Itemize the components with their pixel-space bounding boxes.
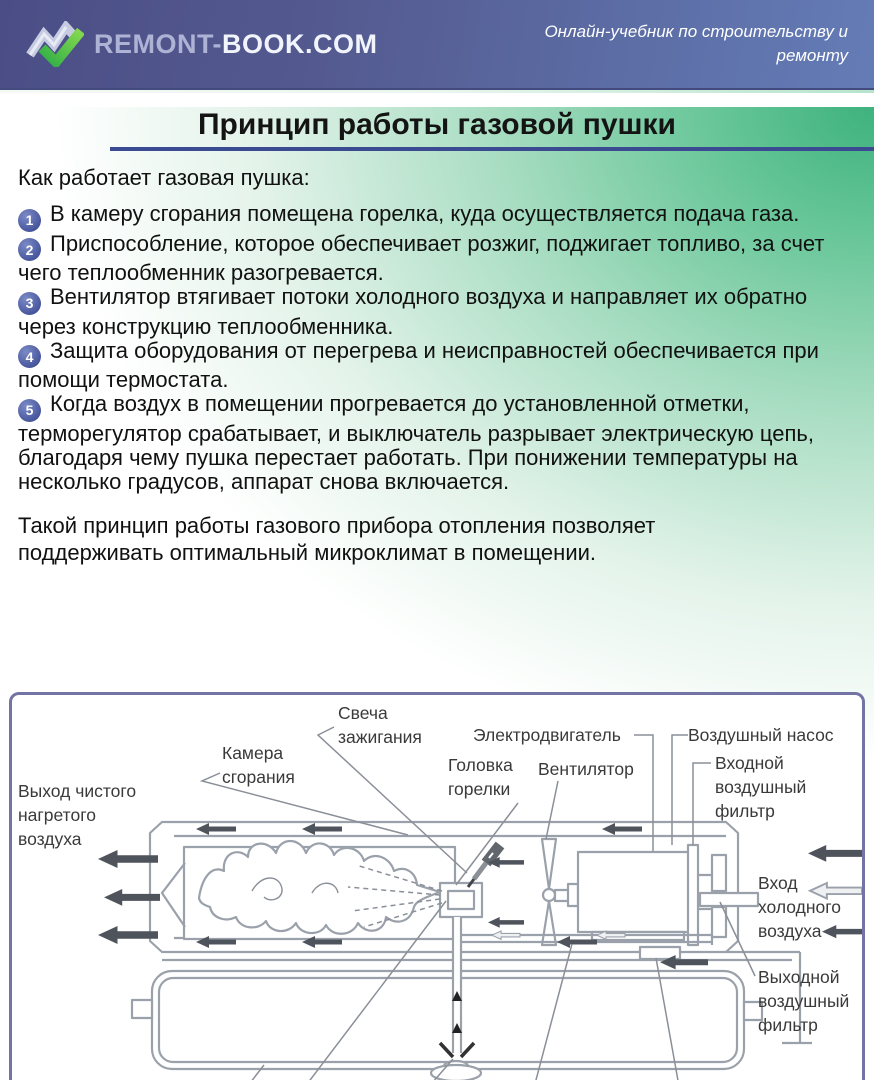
step-badge: 5: [18, 398, 41, 422]
leader-nozzle: [309, 900, 447, 1080]
step-badge: 4: [18, 345, 41, 368]
site-header: REMONT-BOOK.COM Онлайн-учебник по строит…: [0, 0, 874, 90]
step-item: 1 В камеру сгорания помещена горелка, куд…: [18, 202, 858, 232]
leader-burner-head: [455, 802, 519, 886]
header-separator: [0, 90, 874, 93]
motor-shape: [576, 850, 696, 942]
label-electric-motor: Электродвигатель: [473, 725, 621, 745]
site-name-suffix: BOOK.COM: [222, 28, 378, 59]
step-text: Вентилятор втягивает потоки холодного во…: [18, 284, 808, 339]
site-logo: REMONT-BOOK.COM: [26, 21, 378, 67]
base-frame-shape: [162, 945, 812, 1045]
leader-combustion-chamber: [199, 772, 409, 836]
site-tagline: Онлайн-учебник по строительству и ремонт…: [544, 22, 848, 65]
leader-fan: [545, 780, 559, 840]
step-badge: 1: [18, 208, 41, 232]
step-badge: 3: [18, 291, 41, 315]
article-content: Принцип работы газовой пушки Как работае…: [0, 107, 874, 1080]
step-text: Приспособление, которое обеспечивает роз…: [18, 230, 825, 285]
spark-plug-shape: [466, 841, 505, 888]
step-text: В камеру сгорания помещена горелка, куда…: [50, 201, 800, 226]
intro-text: Как работает газовая пушка:: [18, 165, 310, 190]
step-text: Защита оборудования от перегрева и неисп…: [18, 337, 819, 392]
leader-inlet-air-filter: [692, 762, 711, 845]
air-pump-shape: [686, 843, 760, 947]
fan-shape: [540, 837, 580, 947]
burner-head-shape: [438, 881, 484, 919]
electronic-igniter-shape: [638, 945, 682, 961]
leader-spark-plug: [316, 726, 468, 874]
fuel-filter-shape: [438, 1041, 476, 1059]
flame-shape: [197, 839, 442, 935]
leader-outlet-air-filter: [719, 901, 756, 977]
step-text: Когда воздух в помещении прогревается до…: [18, 391, 814, 494]
logo-zigzag-check-icon: [26, 21, 84, 67]
leader-fuel-filter: [433, 1058, 454, 1080]
conclusion-text: Такой принцип работы газового прибора от…: [18, 512, 656, 565]
fuel-spray-shape: [347, 864, 443, 928]
fuel-tank-shape: [130, 969, 764, 1071]
outlet-filter-shape: [698, 891, 760, 908]
leader-air-pump: [671, 734, 688, 845]
site-name-prefix: REMONT-: [94, 28, 222, 59]
label-fan: Вентилятор: [538, 759, 634, 779]
site-name: REMONT-BOOK.COM: [94, 29, 378, 60]
leader-air-duct: [535, 943, 573, 1080]
fuel-pipe-shape: [429, 917, 483, 1080]
steps-list: 1 В камеру сгорания помещена горелка, куд…: [18, 202, 858, 494]
step-badge: 2: [18, 238, 41, 261]
leader-electric-motor: [634, 734, 654, 851]
title-rule: [110, 147, 874, 151]
combustion-chamber-shape: [160, 839, 457, 941]
label-air-pump: Воздушный насос: [688, 725, 834, 745]
leader-lines: [199, 726, 756, 1080]
page-title: Принцип работы газовой пушки: [197, 108, 676, 141]
leader-electronic-igniter: [655, 957, 679, 1080]
